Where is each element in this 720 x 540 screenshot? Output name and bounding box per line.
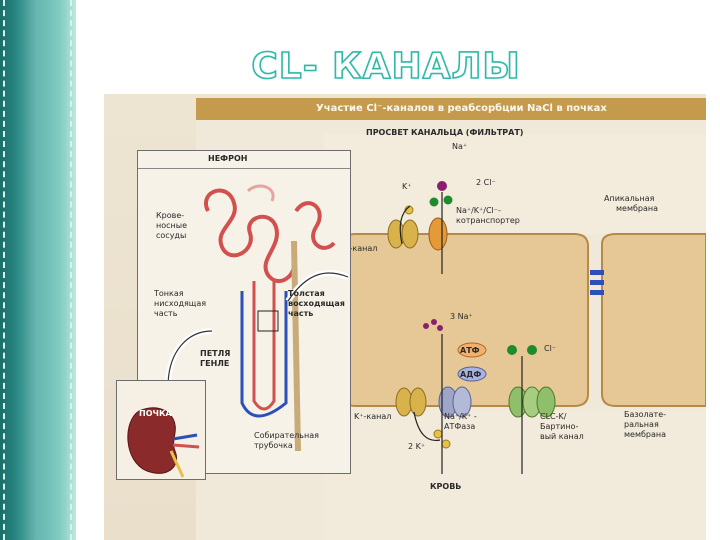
nephron-title: НЕФРОН: [208, 154, 248, 163]
two-k-label: 2 K⁺: [408, 442, 426, 451]
vessels-red-convoluted: [204, 188, 297, 283]
blood-label: КРОВЬ: [430, 482, 462, 491]
epithelial-cell-neighbor: [601, 233, 706, 407]
band-highlight: [14, 0, 60, 540]
k-channel-basal-label: K⁺-канал: [354, 412, 392, 421]
thin-descending-label-1: Тонкая: [154, 289, 184, 298]
nephron-header-bar: [138, 151, 350, 169]
na-ion-label: Na⁺: [452, 142, 468, 151]
cotransporter-label-2: котранспортер: [456, 216, 520, 225]
k-ion-label: K⁺: [402, 182, 412, 191]
clc-k-channel-shape: [508, 386, 556, 418]
lumen-area: [324, 134, 706, 234]
cl-ion-lumen-1: [429, 197, 439, 207]
atp-blob: [457, 342, 487, 358]
k-channel-apical-shape: [387, 219, 419, 249]
vessels-label-1: Крове-: [156, 211, 185, 220]
clc-k-label-2: Бартино-: [540, 422, 579, 431]
basolateral-membrane-label-2: ральная: [624, 420, 659, 429]
atp-label: АТФ: [460, 346, 480, 355]
loop-henle-red: [252, 281, 276, 411]
clc-k-label-1: CLC-K/: [540, 412, 567, 421]
apical-membrane-label-1: Апикальная: [604, 194, 655, 203]
collecting-duct-label-2: трубочка: [254, 441, 293, 450]
kidney-artery: [172, 443, 200, 449]
nephron-drawing: [165, 184, 350, 452]
thick-ascending-label-1: Толстая: [288, 289, 325, 298]
loop-henle-blue: [240, 291, 288, 418]
kidney-label: ПОЧКА: [139, 409, 172, 418]
collecting-duct: [291, 240, 301, 452]
side-decoration-band: [0, 0, 76, 540]
k-channel-apical-label: K⁺-канал: [340, 244, 378, 253]
atpase-label-2: АТФаза: [444, 422, 476, 431]
arrow-k-blood: [413, 411, 441, 442]
na-ion-lumen: [437, 181, 447, 191]
vessels-red-right: [294, 201, 336, 250]
vessels-label-2: носные: [156, 221, 187, 230]
k-ion-blood-2: [441, 439, 451, 449]
kidney-inset: ПОЧКА: [116, 380, 206, 480]
kidney-arrow-outline: [167, 330, 213, 388]
kidney-vein: [172, 433, 198, 441]
atpase-shape: [438, 386, 472, 418]
na-ion-cell-2: [431, 319, 437, 325]
kidney-shape: [127, 407, 177, 474]
three-na-label: 3 Na⁺: [450, 312, 473, 321]
figure-header-bar: [196, 98, 706, 120]
basolateral-membrane-label-1: Базолате-: [624, 410, 667, 419]
loop-label-2: ГЕНЛЕ: [200, 359, 230, 368]
na-ion-cell-3: [437, 325, 443, 331]
cl-ion-lumen-2: [443, 195, 453, 205]
zoom-box: [257, 310, 279, 332]
slide-title: CL- КАНАЛЫ: [251, 45, 521, 88]
tight-junction-3: [590, 290, 604, 295]
thick-ascending-label-2: восходящая: [288, 299, 345, 308]
basolateral-membrane-label-3: мембрана: [624, 430, 667, 439]
k-ion-blood-1: [433, 429, 443, 439]
vessels-label-3: сосуды: [156, 231, 187, 240]
kidney-drawing: [127, 407, 200, 478]
atpase-label-1: Na⁺/K⁺ -: [444, 412, 477, 421]
tight-junction-1: [590, 270, 604, 275]
ureter: [169, 450, 185, 478]
thick-ascending-label-3: часть: [288, 309, 314, 318]
blood-area: [324, 410, 706, 540]
adp-label: АДФ: [460, 370, 482, 379]
thin-descending-label-2: нисходящая: [154, 299, 207, 308]
band-dashed-line-left: [3, 0, 5, 540]
cl-ion-cell-1: [507, 345, 517, 355]
loop-label-1: ПЕТЛЯ: [200, 349, 231, 358]
band-dashed-line-right: [70, 0, 72, 540]
cell-diagram: [324, 134, 706, 540]
tight-junction-2: [590, 280, 604, 285]
lumen-label: ПРОСВЕТ КАНАЛЬЦА (ФИЛЬТРАТ): [366, 128, 524, 137]
two-cl-label: 2 Cl⁻: [476, 178, 496, 187]
arrow-k-recycle: [399, 205, 411, 245]
k-channel-basal-shape: [395, 387, 427, 417]
cl-ion-cell-2: [527, 345, 537, 355]
zoom-arrow-outline: [287, 272, 349, 302]
na-ion-cell-1: [423, 323, 429, 329]
adp-blob: [457, 366, 487, 382]
collecting-duct-label-1: Собирательная: [254, 431, 319, 440]
thin-descending-label-3: часть: [154, 309, 178, 318]
clc-k-label-3: вый канал: [540, 432, 584, 441]
vessels-pink: [246, 184, 275, 202]
cotransporter-shape: [428, 217, 448, 251]
figure-header-text: Участие Cl⁻-каналов в реабсорбции NaCl в…: [316, 103, 607, 114]
apical-membrane-label-2: мембрана: [616, 204, 659, 213]
cotransporter-label-1: Na⁺/K⁺/Cl⁻-: [456, 206, 501, 215]
cl-ion-label: Cl⁻: [544, 344, 557, 353]
